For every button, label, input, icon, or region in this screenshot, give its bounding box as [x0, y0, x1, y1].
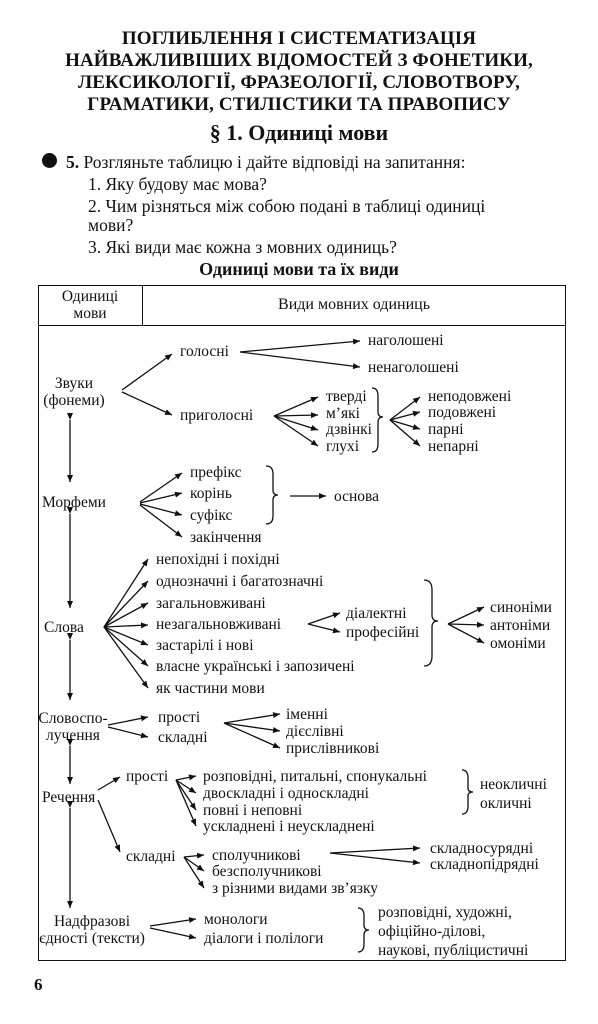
- sentence-simple-type: двоскладні і односкладні: [203, 785, 369, 802]
- consonant-prop: неподовжені: [428, 388, 512, 405]
- sentence-complex-type: сполучникові: [212, 847, 301, 864]
- phrase-kind: дієслівні: [286, 723, 344, 740]
- sounds-consonants: приголосні: [180, 407, 254, 424]
- consonant-prop: непарні: [428, 438, 479, 455]
- morpheme-item: корінь: [190, 485, 232, 502]
- text-type: діалоги і полілоги: [204, 930, 324, 947]
- column-header-units: Одиниці мови: [61, 288, 119, 322]
- heading-line: НАЙВАЖЛИВІШИХ ВІДОМОСТЕЙ З ФОНЕТИКИ,: [65, 50, 533, 71]
- unit-texts: Надфразові єдності (тексти): [39, 913, 145, 947]
- text-type: монологи: [204, 911, 268, 928]
- vowel-type: ненаголошені: [368, 359, 459, 376]
- task-intro: 5. Розгляньте таблицю і дайте відповіді …: [66, 151, 465, 173]
- word-relation: антоніми: [490, 617, 551, 634]
- column-header-kinds: Види мовних одиниць: [278, 296, 430, 313]
- sentence-simple: прості: [126, 768, 169, 785]
- consonant-type: глухі: [326, 438, 360, 455]
- vowel-type: наголошені: [368, 332, 444, 349]
- page-number: 6: [34, 975, 43, 994]
- phrase-type: складні: [158, 729, 208, 746]
- sounds-vowels: голосні: [180, 343, 229, 360]
- consonant-prop: парні: [428, 421, 464, 438]
- text-style: офіційно-ділові,: [378, 923, 486, 940]
- unit-words: Слова: [44, 619, 84, 636]
- sentence-simple-type: розповідні, питальні, спонукальні: [203, 768, 427, 785]
- table-header-divider: [38, 325, 566, 326]
- chapter-heading: ПОГЛИБЛЕННЯ І СИСТЕМАТИЗАЦІЯ НАЙВАЖЛИВІШ…: [0, 28, 598, 116]
- word-type: як частини мови: [156, 680, 265, 697]
- unit-sounds: Звуки (фонеми): [43, 375, 105, 409]
- sentence-exclam: окличні: [480, 795, 532, 812]
- question: мови?: [88, 215, 134, 235]
- unit-morphemes: Морфеми: [42, 494, 106, 511]
- phrase-type: прості: [158, 709, 201, 726]
- heading-line: ГРАМАТИКИ, СТИЛІСТИКИ ТА ПРАВОПИСУ: [87, 94, 511, 115]
- word-relation: синоніми: [490, 599, 552, 616]
- table-header-column-divider: [142, 285, 143, 325]
- word-type: загальновживані: [156, 595, 266, 612]
- sentence-conj-type: складнопідрядні: [430, 856, 539, 873]
- text-style: наукові, публіцистичні: [378, 942, 529, 959]
- consonant-prop: подовжені: [428, 404, 497, 421]
- sentence-exclam: неокличні: [480, 776, 547, 793]
- text-style: розповідні, художні,: [378, 904, 512, 921]
- sentence-simple-type: ускладнені і неускладнені: [203, 818, 375, 835]
- word-relation: омоніми: [490, 635, 546, 652]
- morpheme-item: префікс: [190, 464, 242, 481]
- sentence-complex: складні: [126, 848, 176, 865]
- units-table: [38, 285, 566, 961]
- heading-line: ЛЕКСИКОЛОГІЇ, ФРАЗЕОЛОГІЇ, СЛОВОТВОРУ,: [78, 72, 520, 93]
- question: 3. Які види має кожна з мовних одиниць?: [88, 237, 397, 257]
- word-type: незагальновживані: [156, 616, 282, 633]
- morpheme-item: суфікс: [190, 507, 233, 524]
- question: 1. Яку будову має мова?: [88, 174, 267, 194]
- word-type: застарілі і нові: [156, 637, 254, 654]
- consonant-type: м’які: [326, 405, 360, 422]
- unit-phrases: Словоспо- лучення: [38, 710, 108, 744]
- word-type: однозначні і багатозначні: [156, 573, 324, 590]
- task-text: Розгляньте таблицю і дайте відповіді на …: [83, 152, 466, 172]
- word-restricted: професійні: [346, 624, 420, 641]
- phrase-kind: іменні: [286, 706, 328, 723]
- sentence-complex-type: з різними видами зв’язку: [212, 880, 379, 897]
- task-number: 5.: [66, 152, 80, 172]
- question: 2. Чим різняться між собою подані в табл…: [88, 196, 486, 216]
- section-title: § 1. Одиниці мови: [209, 120, 389, 145]
- bullet-icon: [42, 153, 57, 168]
- phrase-kind: прислівникові: [286, 740, 380, 757]
- word-type: власне українські і запозичені: [156, 658, 355, 675]
- consonant-type: тверді: [326, 388, 367, 405]
- word-type: непохідні і похідні: [156, 551, 280, 568]
- unit-sentences: Речення: [42, 789, 96, 806]
- consonant-type: дзвінкі: [326, 421, 372, 438]
- heading-line: ПОГЛИБЛЕННЯ І СИСТЕМАТИЗАЦІЯ: [121, 28, 477, 49]
- word-restricted: діалектні: [346, 605, 407, 622]
- sentence-conj-type: складносурядні: [430, 840, 534, 857]
- sentence-simple-type: повні і неповні: [203, 802, 303, 819]
- morpheme-base: основа: [334, 488, 380, 505]
- sentence-complex-type: безсполучникові: [212, 863, 322, 880]
- table-title: Одиниці мови та їх види: [199, 259, 399, 279]
- morpheme-item: закінчення: [190, 529, 262, 546]
